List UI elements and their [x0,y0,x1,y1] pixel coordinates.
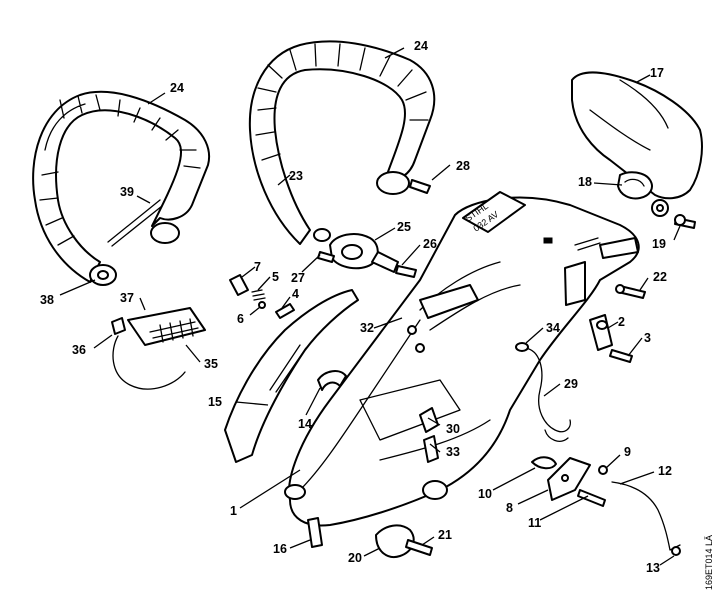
label-20: 20 [348,551,362,565]
label-39: 39 [120,185,134,199]
label-13: 13 [646,561,660,575]
chain-catcher [589,314,633,363]
label-33: 33 [446,445,460,459]
label-26: 26 [423,237,437,251]
label-32: 32 [360,321,374,335]
label-34: 34 [546,321,560,335]
label-15: 15 [208,395,222,409]
label-3: 3 [644,331,651,345]
label-16: 16 [273,542,287,556]
label-30: 30 [446,422,460,436]
chain-sprocket-cover [571,71,703,229]
screw-28 [409,179,431,194]
label-23: 23 [289,169,303,183]
label-21: 21 [438,528,452,542]
label-22: 22 [653,270,667,284]
handle-molding [224,289,359,463]
lower-parts [307,407,681,558]
label-14: 14 [298,417,312,431]
label-25: 25 [397,220,411,234]
handlebar-right [248,40,436,245]
leader-lines [59,47,681,566]
label-12: 12 [658,464,672,478]
label-38: 38 [40,293,54,307]
label-10: 10 [478,487,492,501]
label-6: 6 [237,312,244,326]
small-parts-group [229,274,295,319]
label-18: 18 [578,175,592,189]
label-27: 27 [291,271,305,285]
heating-element [111,307,206,390]
drawing-code: 169ET014 LÄ [704,535,714,590]
throttle-trigger [547,457,591,501]
ground-wire [515,342,571,442]
label-7: 7 [254,260,261,274]
label-1: 1 [230,504,237,518]
clip-14 [317,370,347,391]
av-mount [317,233,417,278]
label-9: 9 [624,445,631,459]
callout-labels: 24 38 39 24 23 28 25 26 27 7 5 4 6 15 14… [40,39,672,575]
label-29: 29 [564,377,578,391]
label-2: 2 [618,315,625,329]
main-housing: STIHL 032 AV [284,191,640,527]
model-decal [462,191,526,233]
label-4: 4 [292,287,299,301]
label-8: 8 [506,501,513,515]
label-36: 36 [72,343,86,357]
label-24-left: 24 [170,81,184,95]
label-28: 28 [456,159,470,173]
label-5: 5 [272,270,279,284]
label-11: 11 [528,516,541,530]
handlebar-left [32,90,210,286]
label-37: 37 [120,291,134,305]
label-17: 17 [650,66,664,80]
label-24-right: 24 [414,39,428,53]
label-19: 19 [652,237,666,251]
label-35: 35 [204,357,218,371]
